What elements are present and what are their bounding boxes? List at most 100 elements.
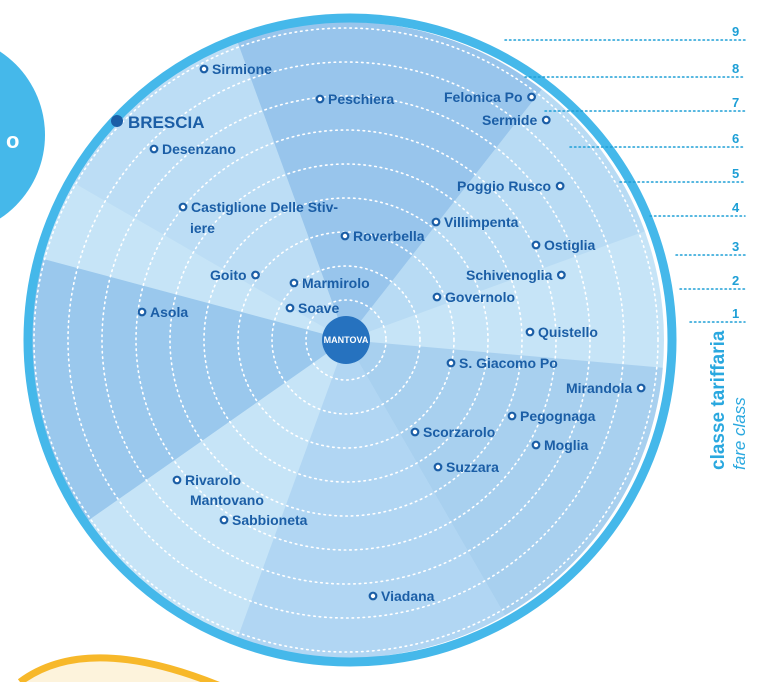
- place-4: Desenzano: [149, 141, 236, 157]
- zone-ring: [203, 197, 489, 483]
- place-23: Suzzara: [433, 459, 499, 475]
- place-name: Mirandola: [566, 380, 632, 396]
- place-marker-icon: [410, 427, 420, 437]
- place-9: Roverbella: [340, 228, 425, 244]
- place-marker-icon: [172, 475, 182, 485]
- place-marker-icon: [541, 115, 551, 125]
- place-name: Felonica Po: [444, 89, 523, 105]
- place-marker-icon: [285, 303, 295, 313]
- place-16: Soave: [285, 300, 339, 316]
- brescia-marker: [111, 115, 123, 127]
- zone-sector: [27, 257, 347, 523]
- place-marker-icon: [178, 202, 188, 212]
- place-0: Sirmione: [199, 61, 272, 77]
- place-name: Mantovano: [190, 492, 264, 508]
- place-14: Governolo: [432, 289, 515, 305]
- place-marker-icon: [368, 591, 378, 601]
- place-marker-icon: [556, 270, 566, 280]
- place-name: Goito: [210, 267, 247, 283]
- place-marker-icon: [636, 383, 646, 393]
- zone-ring: [237, 231, 455, 449]
- class-number: 3: [732, 239, 739, 254]
- map-rim: [23, 13, 677, 667]
- place-17: Quistello: [525, 324, 598, 340]
- place-name: Quistello: [538, 324, 598, 340]
- side-blue-badge: [0, 51, 45, 219]
- place-marker-icon: [446, 358, 456, 368]
- class-number: 7: [732, 95, 739, 110]
- place-name: S. Giacomo Po: [459, 355, 558, 371]
- place-3: Sermide: [482, 112, 551, 128]
- fare-class-legend: classe tariffaria fare class: [708, 310, 768, 470]
- center-label: MANTOVA: [324, 335, 369, 345]
- place-marker-icon: [525, 327, 535, 337]
- place-name: Desenzano: [162, 141, 236, 157]
- place-name: Governolo: [445, 289, 515, 305]
- place-13: Schivenoglia: [466, 267, 566, 283]
- place-name: Suzzara: [446, 459, 499, 475]
- place-18: S. Giacomo Po: [446, 355, 558, 371]
- place-marker-icon: [531, 240, 541, 250]
- place-name: Ostiglia: [544, 237, 596, 253]
- place-marker-icon: [340, 231, 350, 241]
- place-22: Moglia: [531, 437, 589, 453]
- place-marker-icon: [432, 292, 442, 302]
- place-marker-icon: [289, 278, 299, 288]
- place-name: iere: [190, 220, 215, 236]
- place-marker-icon: [199, 64, 209, 74]
- side-badge-text: o: [6, 128, 19, 153]
- class-number: 8: [732, 61, 739, 76]
- place-11: Goito: [210, 267, 260, 283]
- place-15: Asola: [137, 304, 188, 320]
- place-name: Moglia: [544, 437, 589, 453]
- place-marker-icon: [527, 92, 536, 102]
- place-name: Castiglione Delle Stiv-: [191, 199, 338, 215]
- class-number: 4: [732, 200, 740, 215]
- place-name: Sirmione: [212, 61, 272, 77]
- zone-sector: [346, 89, 645, 340]
- zone-sector: [237, 340, 505, 658]
- place-name: Viadana: [381, 588, 435, 604]
- side-yellow-shape: [17, 654, 220, 682]
- class-number: 5: [732, 166, 739, 181]
- place-19: Mirandola: [566, 380, 646, 396]
- place-name: Soave: [298, 300, 339, 316]
- place-marker-icon: [507, 411, 517, 421]
- place-name: Rivarolo: [185, 472, 241, 488]
- zone-ring: [135, 129, 557, 551]
- class-number: 1: [732, 306, 739, 321]
- place-21: Scorzarolo: [410, 424, 495, 440]
- place-marker-icon: [531, 440, 541, 450]
- place-name: Peschiera: [328, 91, 394, 107]
- place-marker-icon: [219, 515, 229, 525]
- place-marker-icon: [251, 270, 260, 280]
- place-5: Poggio Rusco: [457, 178, 565, 194]
- place-name: Sermide: [482, 112, 537, 128]
- place-name: Roverbella: [353, 228, 425, 244]
- place-name: Asola: [150, 304, 188, 320]
- place-20: Pegognaga: [507, 408, 596, 424]
- zone-sector: [237, 22, 542, 341]
- place-8: Villimpenta: [431, 214, 519, 230]
- place-name: Poggio Rusco: [457, 178, 551, 194]
- zone-sector: [70, 41, 347, 341]
- place-name: Schivenoglia: [466, 267, 553, 283]
- place-name: Scorzarolo: [423, 424, 495, 440]
- place-marker-icon: [137, 307, 147, 317]
- place-2: Felonica Po: [444, 89, 536, 105]
- zone-ring: [169, 163, 523, 517]
- brescia-label: BRESCIA: [128, 113, 205, 132]
- zone-ring: [33, 27, 659, 653]
- place-marker-icon: [315, 94, 325, 104]
- place-12: Marmirolo: [289, 275, 370, 291]
- zone-boundaries: [33, 27, 659, 653]
- place-6: Castiglione Delle Stiv-: [178, 199, 338, 215]
- legend-subtitle: fare class: [730, 397, 749, 470]
- place-7: iere: [190, 220, 215, 236]
- place-marker-icon: [555, 181, 565, 191]
- place-25: Mantovano: [190, 492, 264, 508]
- place-marker-icon: [433, 462, 443, 472]
